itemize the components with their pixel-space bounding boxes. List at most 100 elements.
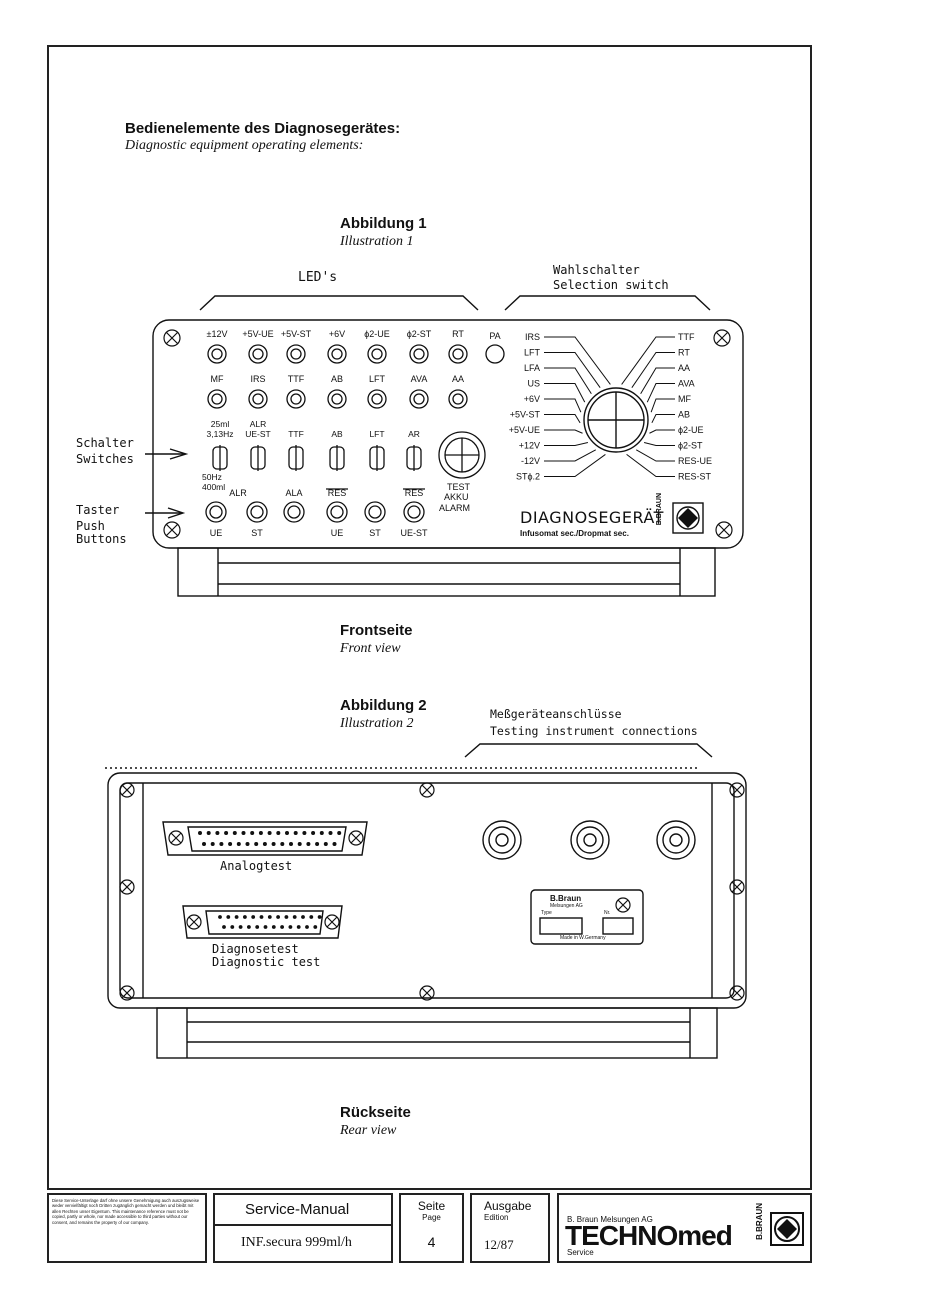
- switch-label: AB: [331, 429, 343, 439]
- led-inner: [290, 393, 302, 405]
- bnc-ring: [576, 826, 604, 854]
- section-title-en: Diagnostic equipment operating elements:: [125, 138, 364, 153]
- selector-position-label: IRS: [525, 332, 540, 342]
- selector-position-label: +5V-UE: [509, 425, 540, 435]
- switch-label: LFT: [369, 429, 384, 439]
- bnc-pin: [495, 833, 509, 847]
- screw-cross: [121, 987, 133, 999]
- connector-pin: [267, 915, 272, 919]
- connector-pin: [224, 831, 229, 835]
- selector-line: [621, 336, 675, 385]
- button-bottom-label: UE-ST: [401, 528, 429, 538]
- led-inner: [413, 348, 425, 360]
- switch-label: 25ml: [211, 419, 230, 429]
- plate-made: Made in W.Germany: [560, 935, 606, 941]
- screw-icon: [729, 782, 745, 798]
- selector-position-label: LFT: [524, 348, 541, 358]
- connector-pin: [292, 915, 297, 919]
- led-label: ±12V: [207, 329, 228, 339]
- screw-icon: [729, 985, 745, 1001]
- led-inner: [371, 393, 383, 405]
- bnc-socket: [656, 820, 696, 860]
- connector-pin: [305, 925, 309, 929]
- push-button: [246, 501, 268, 523]
- led-inner: [452, 393, 464, 405]
- panel-screws: [163, 329, 733, 539]
- led-indicator: [286, 344, 306, 364]
- selector-position-label: RT: [678, 348, 690, 358]
- connector-pin: [228, 842, 233, 846]
- selection-knob: [583, 387, 649, 453]
- led-label: PA: [489, 331, 500, 341]
- push-button: [205, 501, 227, 523]
- screw-icon: [419, 985, 435, 1001]
- connector-pin: [222, 925, 226, 929]
- fig2-caption: Rückseite: [340, 1104, 411, 1121]
- screw-icon: [729, 879, 745, 895]
- led-inner: [211, 393, 223, 405]
- edition-value: 12/87: [484, 1237, 514, 1252]
- switch-label: 3,13Hz: [207, 429, 234, 439]
- selector-line: [643, 442, 675, 446]
- fig1-label: Abbildung 1: [340, 215, 427, 232]
- connector-pin: [263, 925, 268, 929]
- footer-edition-box: Ausgabe Edition 12/87: [470, 1193, 550, 1263]
- led-label: LFT: [369, 374, 386, 384]
- screw-icon: [119, 782, 135, 798]
- connector-pin: [267, 831, 272, 835]
- page-label-en: Page: [422, 1213, 441, 1222]
- switch-label: AR: [408, 429, 420, 439]
- connector-pin: [288, 925, 293, 929]
- bnc-pin: [669, 833, 683, 847]
- button-bottom-label: ST: [251, 528, 263, 538]
- led-indicator: [409, 389, 429, 409]
- led-inner: [211, 348, 223, 360]
- connector-pin: [319, 831, 324, 835]
- selector-line: [544, 383, 586, 403]
- led-inner: [331, 393, 343, 405]
- push-button-inner: [209, 505, 223, 519]
- led-indicator: [207, 389, 227, 409]
- push-button: [403, 501, 425, 523]
- screw-icon: [186, 914, 202, 930]
- technomed-logo: TECHNOmed: [565, 1220, 733, 1251]
- selector-position-label: +6V: [524, 394, 540, 404]
- manual-title: Service-Manual: [245, 1201, 350, 1218]
- selector-line: [544, 367, 592, 395]
- conn-label-en: Testing instrument connections: [490, 724, 698, 738]
- connector-pin: [259, 915, 264, 919]
- edition-label-en: Edition: [484, 1213, 509, 1222]
- selector-line: [650, 398, 675, 413]
- connector-pin: [243, 915, 247, 919]
- plate-type: Type: [541, 910, 552, 916]
- page-frame: [47, 45, 812, 1190]
- footer-legal: Diese Service-Unterlage darf ohne unsere…: [47, 1193, 207, 1263]
- braun-logo: [770, 1212, 804, 1246]
- connector-pin: [206, 831, 211, 835]
- selector-line: [544, 442, 589, 446]
- led-indicator: [367, 344, 387, 364]
- switches-label: Schalter: [76, 436, 134, 450]
- svg-text:ALARM: ALARM: [439, 503, 470, 513]
- button-top-label: RES: [328, 488, 347, 498]
- selector-position-label: RES-UE: [678, 456, 712, 466]
- connector-pin: [296, 925, 301, 929]
- connector-pin: [332, 842, 337, 846]
- led-indicator: [248, 389, 268, 409]
- switch-bottom-label: 50Hz: [202, 472, 222, 482]
- connector-pin: [255, 925, 260, 929]
- selector-line: [544, 454, 606, 477]
- led-inner: [331, 348, 343, 360]
- selector-line: [646, 383, 675, 403]
- connector-pin: [284, 915, 289, 919]
- connector-pin: [198, 831, 202, 835]
- led-label: +5V-ST: [281, 329, 312, 339]
- selector-position-label: AB: [678, 410, 690, 420]
- connector-pin: [289, 842, 293, 846]
- fig1-label-en: Illustration 1: [340, 234, 414, 249]
- screw-cross: [188, 916, 200, 928]
- screw-cross: [326, 916, 338, 928]
- connector-pin: [276, 915, 280, 919]
- led-indicator: [248, 344, 268, 364]
